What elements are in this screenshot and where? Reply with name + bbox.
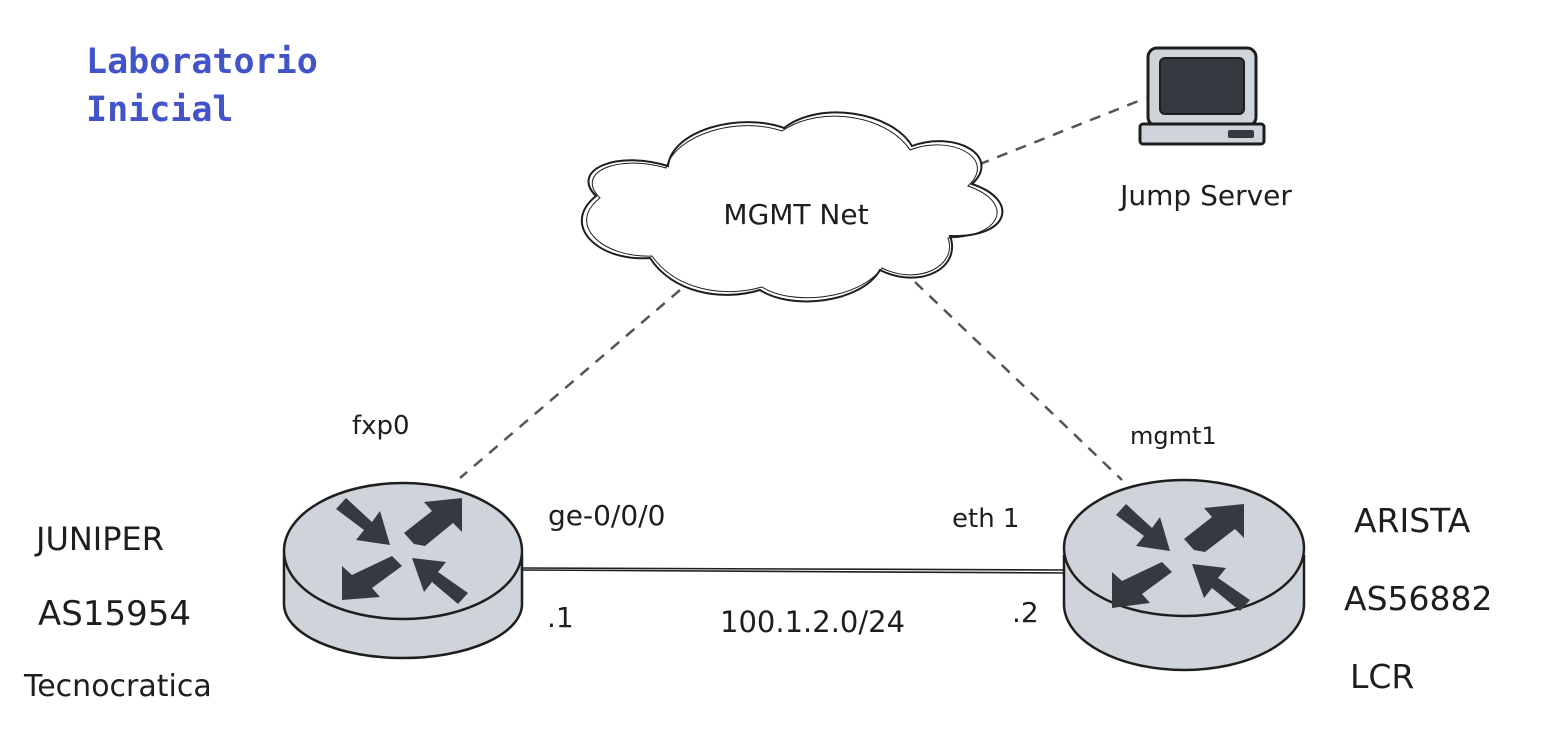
arista-link-interface-label: eth 1 [952,504,1019,534]
juniper-link-interface-label: ge-0/0/0 [548,499,665,532]
cloud-to-jump-server-link [959,96,1147,174]
juniper-asn-label: AS15954 [38,594,191,634]
arista-mgmt-interface-label: mgmt1 [1130,422,1217,450]
juniper-vendor-label: JUNIPER [34,520,164,558]
arista-vendor-label: ARISTA [1354,501,1471,540]
arista-org-label: LCR [1350,657,1414,696]
cloud-label: MGMT Net [723,198,868,231]
router-to-router-link [521,567,1069,574]
juniper-link-ip-label: .1 [547,601,574,634]
juniper-mgmt-interface-label: fxp0 [352,411,410,441]
link-subnet-label: 100.1.2.0/24 [720,605,905,639]
cloud-to-arista-link [914,281,1123,481]
arista-router-icon [1062,478,1306,672]
diagram-title: Laboratorio Inicial [86,38,318,134]
juniper-org-label: Tecnocratica [23,669,212,704]
jump-server-label: Jump Server [1118,179,1292,212]
juniper-router-icon [282,481,524,660]
title-line-1: Laboratorio [86,42,318,82]
computer-icon [1138,46,1266,146]
title-line-2: Inicial [86,90,234,130]
arista-link-ip-label: .2 [1012,596,1039,629]
arista-asn-label: AS56882 [1344,579,1493,618]
cloud-to-juniper-link [459,289,681,479]
cloud-icon [581,111,1004,303]
